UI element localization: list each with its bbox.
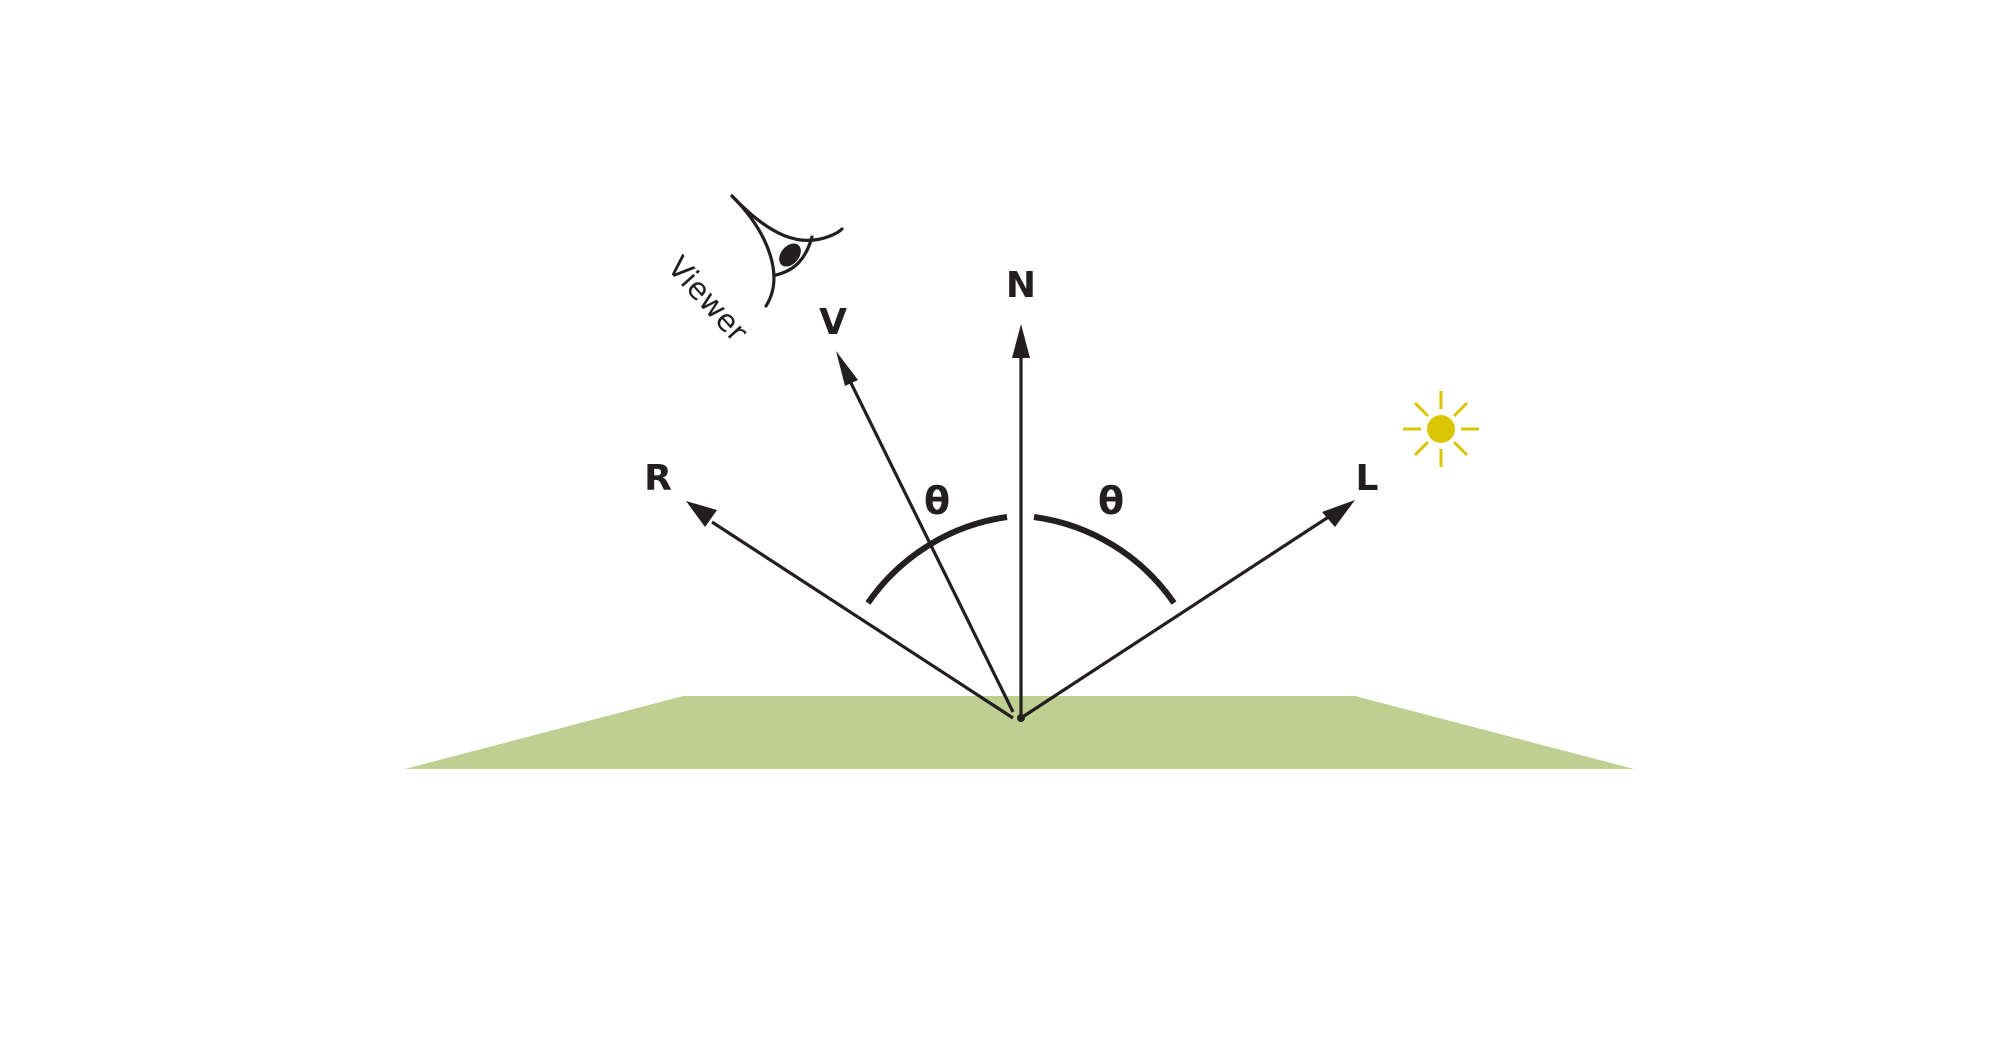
label-reflect: R (644, 458, 672, 499)
light-arrowhead (1322, 500, 1355, 527)
incidence-point (1017, 714, 1025, 722)
label-view: V (819, 302, 847, 343)
angle-label-left: θ (924, 479, 950, 523)
normal-arrowhead (1012, 324, 1030, 358)
surface-plane (405, 696, 1634, 769)
light-vector (1020, 500, 1355, 720)
sun-icon (1403, 391, 1479, 467)
viewer-label: Viewer (660, 250, 755, 350)
angle-arc-right (1033, 514, 1177, 605)
angle-label-right: θ (1098, 479, 1124, 523)
eye-icon (730, 194, 844, 308)
view-arrowhead (836, 351, 858, 386)
angle-arc-left (865, 514, 1008, 605)
reflection-vector (686, 501, 1014, 720)
label-light: L (1356, 458, 1379, 499)
reflection-arrowhead (686, 501, 717, 527)
view-vector (836, 351, 1015, 713)
normal-vector (1012, 324, 1030, 718)
label-normal: N (1006, 265, 1036, 306)
